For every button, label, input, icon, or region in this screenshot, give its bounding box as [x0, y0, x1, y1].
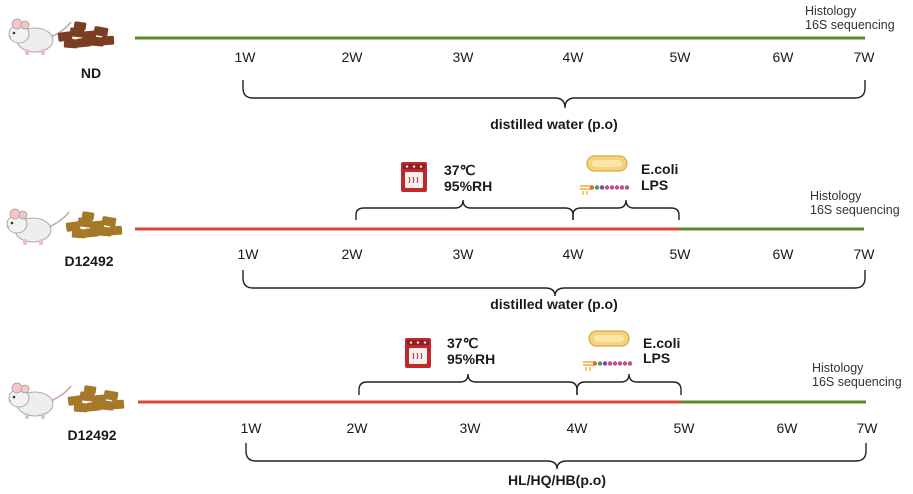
heat-humidity-label: 95%RH	[444, 178, 492, 194]
week-ticks: 1W 2W 3W 4W 5W 6W 7W	[238, 246, 876, 262]
oven-icon	[404, 337, 432, 369]
output-label: Histology	[805, 4, 857, 18]
infection-agent-label: E.coli	[643, 335, 680, 351]
diet-pellets-icon	[57, 21, 115, 49]
infection-agent-label: E.coli	[641, 161, 678, 177]
week-ticks: 1W 2W 3W 4W 5W 6W 7W	[235, 49, 876, 65]
week-ticks: 1W 2W 3W 4W 5W 6W 7W	[241, 420, 879, 436]
tick-label: 1W	[241, 420, 263, 436]
treatment-brace	[242, 270, 866, 297]
heat-humidity-label: 95%RH	[447, 351, 495, 367]
bacteria-icon	[588, 330, 630, 347]
tick-label: 3W	[460, 420, 482, 436]
tick-label: 7W	[854, 246, 876, 262]
timeline-row-d12492-water: D12492 37℃ 95%RH E.coli LPS 1W 2W 3W 4W …	[6, 155, 900, 312]
infection-toxin-label: LPS	[641, 177, 668, 193]
group-label: D12492	[64, 253, 113, 269]
heat-temp-label: 37℃	[447, 335, 479, 351]
timeline-row-d12492-treatment: D12492 37℃ 95%RH E.coli LPS 1W 2W 3W 4W …	[8, 330, 902, 488]
tick-label: 5W	[670, 246, 692, 262]
tick-label: 5W	[674, 420, 696, 436]
mouse-icon	[6, 208, 70, 246]
timeline-row-nd: ND 1W 2W 3W 4W 5W 6W 7W Histology 16S se…	[8, 4, 895, 132]
tick-label: 7W	[857, 420, 879, 436]
output-label: Histology	[812, 361, 864, 375]
tick-label: 6W	[773, 246, 795, 262]
oven-icon	[400, 161, 428, 193]
tick-label: 4W	[563, 49, 585, 65]
tick-label: 1W	[235, 49, 257, 65]
heat-temp-label: 37℃	[444, 162, 476, 178]
tick-label: 6W	[773, 49, 795, 65]
tick-label: 1W	[238, 246, 260, 262]
output-label: 16S sequencing	[810, 203, 900, 217]
tick-label: 4W	[567, 420, 589, 436]
infection-brace	[576, 373, 682, 395]
tick-label: 5W	[670, 49, 692, 65]
heat-stress-brace	[358, 373, 578, 395]
treatment-brace	[245, 443, 867, 470]
lps-molecule-icon	[582, 360, 633, 372]
infection-brace	[572, 199, 680, 220]
treatment-label: distilled water (p.o)	[490, 296, 618, 312]
tick-label: 2W	[347, 420, 369, 436]
tick-label: 4W	[563, 246, 585, 262]
tick-label: 2W	[342, 49, 364, 65]
treatment-label: distilled water (p.o)	[490, 116, 618, 132]
tick-label: 3W	[453, 49, 475, 65]
tick-label: 2W	[342, 246, 364, 262]
infection-toxin-label: LPS	[643, 350, 670, 366]
treatment-label: HL/HQ/HB(p.o)	[508, 472, 606, 488]
output-label: Histology	[810, 189, 862, 203]
mouse-icon	[8, 382, 72, 420]
bacteria-icon	[586, 155, 628, 172]
group-label: ND	[81, 65, 101, 81]
treatment-brace	[242, 80, 866, 109]
tick-label: 6W	[777, 420, 799, 436]
group-label: D12492	[67, 427, 116, 443]
diet-pellets-icon	[67, 385, 125, 413]
output-label: 16S sequencing	[812, 375, 902, 389]
heat-stress-brace	[355, 199, 574, 220]
tick-label: 7W	[854, 49, 876, 65]
tick-label: 3W	[453, 246, 475, 262]
diet-pellets-icon	[65, 211, 123, 239]
lps-molecule-icon	[579, 184, 630, 196]
output-label: 16S sequencing	[805, 18, 895, 32]
